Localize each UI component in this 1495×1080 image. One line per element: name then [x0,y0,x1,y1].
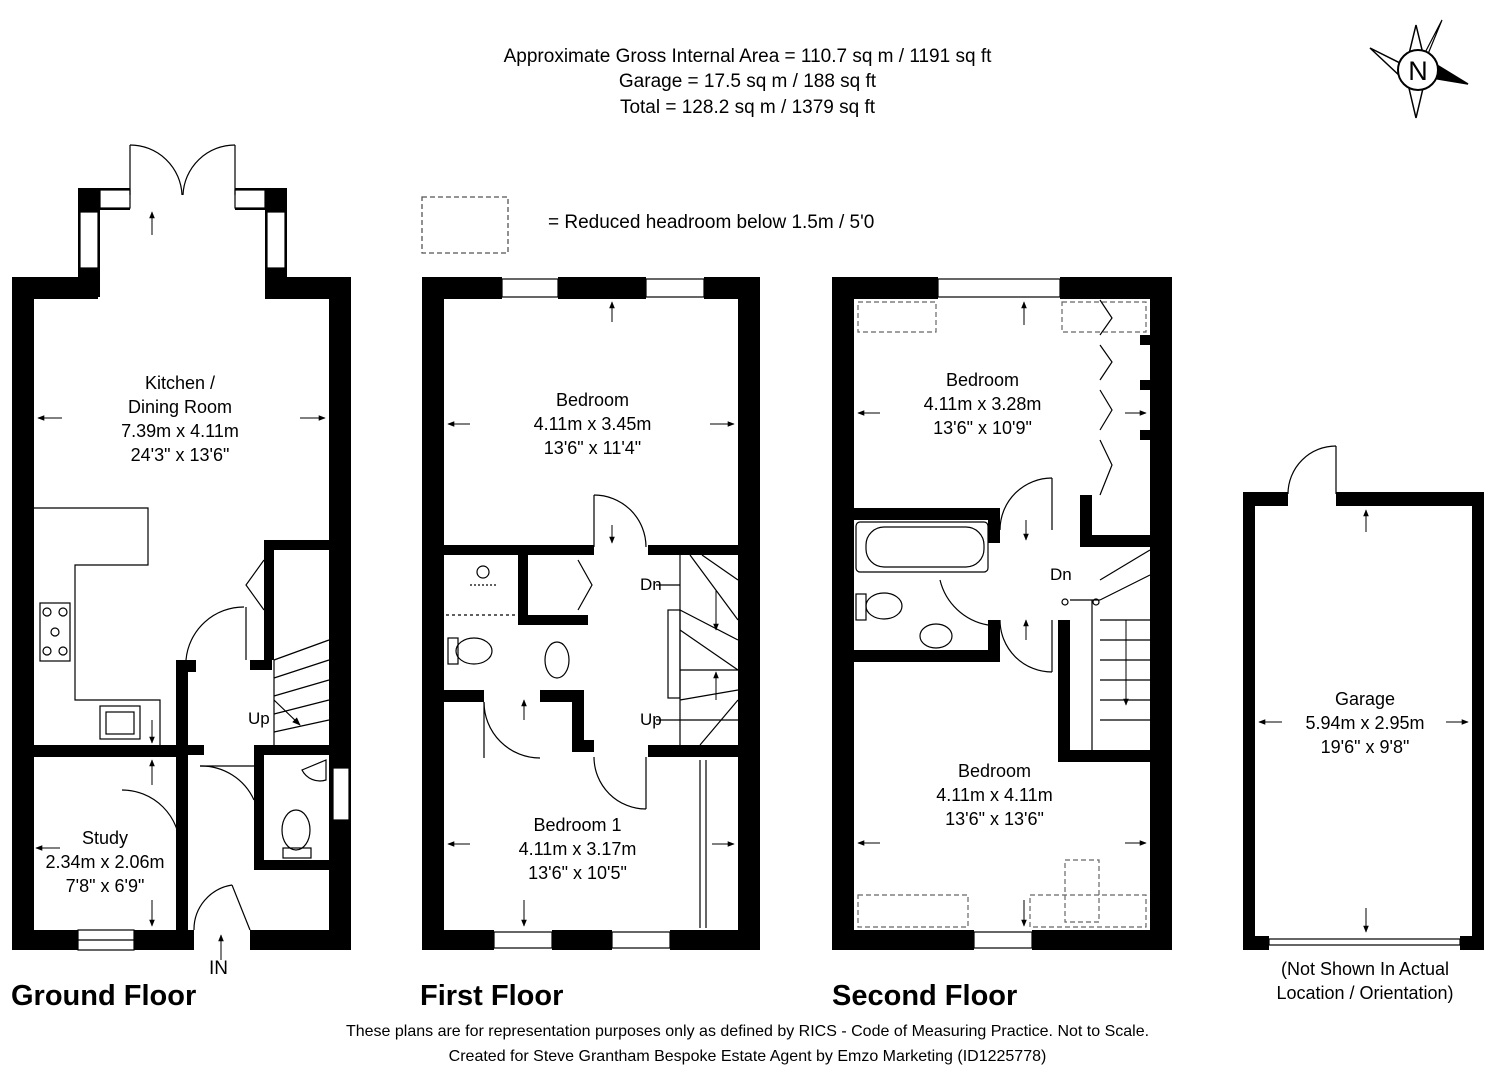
study-label: Study 2.34m x 2.06m 7'8" x 6'9" [45,828,165,896]
second-top-bedroom-label: Bedroom 4.11m x 3.28m 13'6" x 10'9" [923,370,1042,438]
second-bottom-bedroom-label: Bedroom 4.11m x 4.11m 13'6" x 13'6" [936,761,1053,829]
ground-floor-title: Ground Floor [11,980,197,1012]
entrance-label: IN [209,958,228,979]
first-stairs-up-label: Up [640,710,662,729]
first-stairs-down-label: Dn [640,575,662,594]
credit-text: Created for Steve Grantham Bespoke Estat… [448,1048,1047,1065]
first-floor-title: First Floor [420,980,564,1012]
headroom-legend-box [421,196,509,254]
disclaimer-text: These plans are for representation purpo… [345,1023,1150,1040]
ground-stairs-up-label: Up [248,709,270,728]
garage-label: Garage 5.94m x 2.95m 19'6" x 9'8" [1305,689,1425,757]
second-stairs-down-label: Dn [1050,565,1072,584]
total-area-text: Total = 128.2 sq m / 1379 sq ft [619,97,876,118]
kitchen-dining-label: Kitchen / Dining Room 7.39m x 4.11m 24'3… [121,373,239,465]
garage-area-text: Garage = 17.5 sq m / 188 sq ft [618,71,877,92]
first-bedroom-label: Bedroom 4.11m x 3.45m 13'6" x 11'4" [533,390,652,458]
headroom-legend-text: = Reduced headroom below 1.5m / 5'0 [548,212,875,233]
garage-orientation-note: (Not Shown In Actual Location / Orientat… [1276,959,1454,1003]
gross-internal-area-text: Approximate Gross Internal Area = 110.7 … [503,46,992,67]
bedroom1-label: Bedroom 1 4.11m x 3.17m 13'6" x 10'5" [518,815,637,883]
second-floor-title: Second Floor [832,980,1018,1012]
